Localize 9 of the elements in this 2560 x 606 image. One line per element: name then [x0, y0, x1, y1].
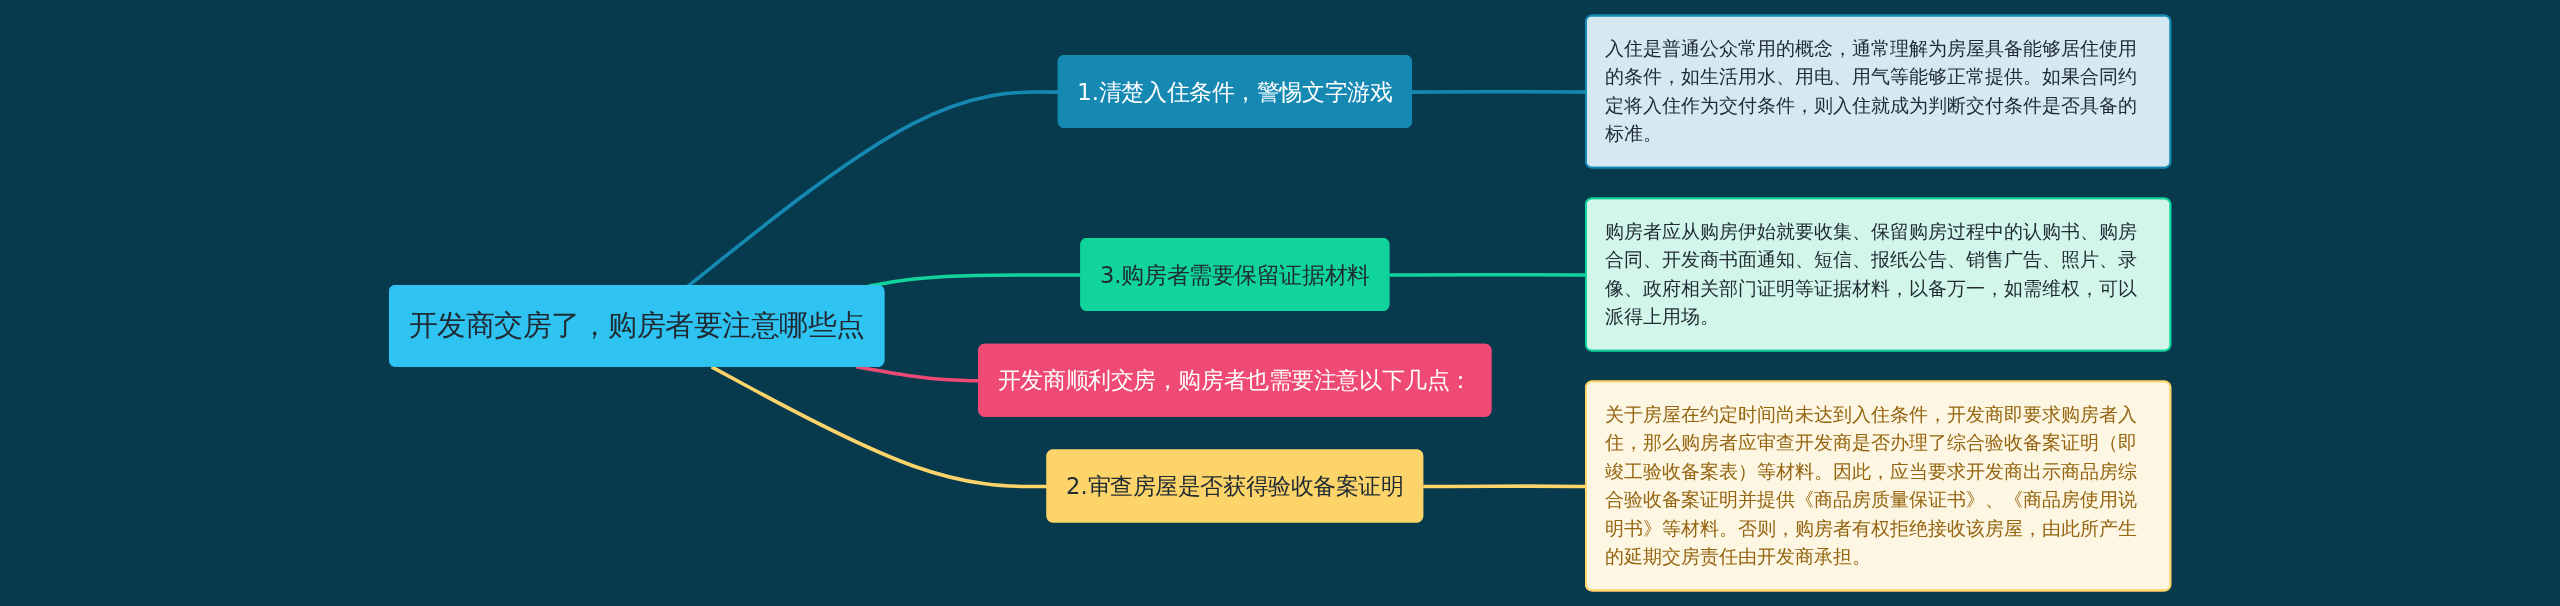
note-box: 购房者应从购房伊始就要收集、保留购房过程中的认购书、购房合同、开发商书面通知、短信、报纸公告、销售广告、照片、录像、政府相关部门证明等证据材料，以备万一，如需维权，可以派得上用场。 — [1585, 197, 2172, 352]
branch-topic-box: 1.清楚入住条件，警惕文字游戏 — [1057, 55, 1412, 129]
note-box: 入住是普通公众常用的概念，通常理解为房屋具备能够居住使用的条件，如生活用水、用电、用气等能够正常提供。如果合同约定将入住作为交付条件，则入住就成为判断交付条件是否具备的标准。 — [1585, 14, 2172, 169]
central-topic-box: 开发商交房了，购房者要注意哪些点 — [389, 284, 885, 367]
branch-topic-box: 3.购房者需要保留证据材料 — [1080, 237, 1390, 312]
branch-topic-box: 2.审查房屋是否获得验收备案证明 — [1046, 449, 1424, 523]
note-box: 关于房屋在约定时间尚未达到入住条件，开发商即要求购房者入住，那么购房者应审查开发商是否办理了综合验收备案证明（即竣工验收备案表）等材料。因此，应当要求开发商出示商品房综合验收备案证明并提供《商品房质量保证书》、《商品房使用说明书》等材料。否则，购房者有权拒绝接收该房屋，由此所产生的延期交房责任由开发商承担。 — [1585, 380, 2172, 592]
connector-line — [710, 365, 1048, 489]
branch-topic-box: 开发商顺利交房，购房者也需要注意以下几点： — [978, 343, 1492, 417]
